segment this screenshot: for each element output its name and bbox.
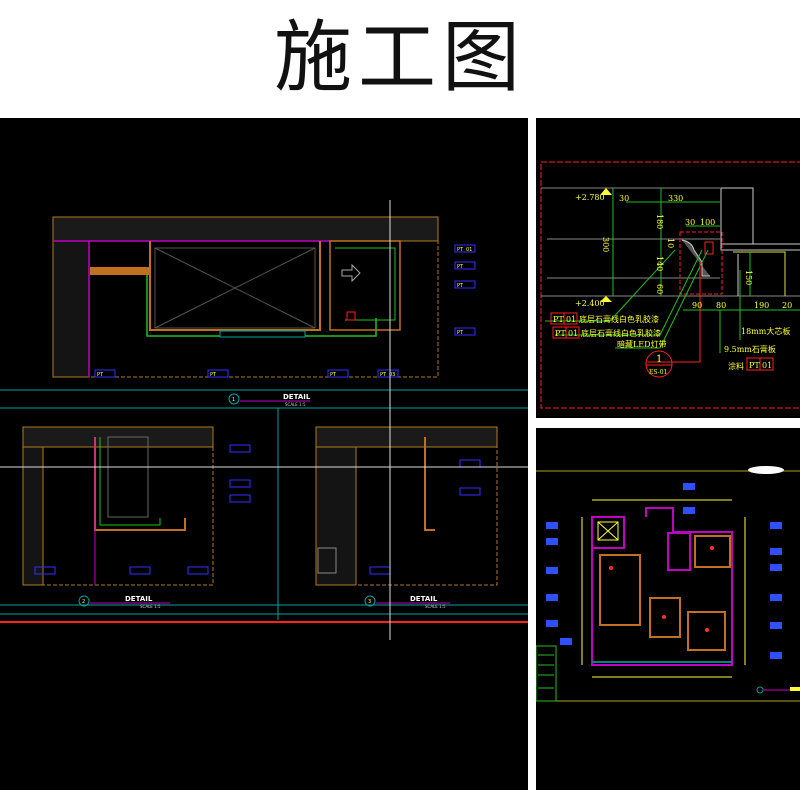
svg-text:300: 300	[601, 237, 610, 252]
level-top: +2.780	[575, 193, 605, 202]
svg-text:100: 100	[700, 218, 715, 227]
svg-text:30: 30	[685, 218, 695, 227]
material-tag-code: 03	[389, 372, 395, 378]
svg-text:ES-01: ES-01	[649, 369, 667, 376]
detail-3-title: 3 DETAIL SCALE 1:5	[364, 595, 450, 609]
svg-text:涂料: 涂料	[728, 361, 744, 371]
floor-plan-canvas	[536, 466, 800, 702]
svg-text:暗藏LED灯带: 暗藏LED灯带	[617, 339, 667, 349]
material-tag: PT	[457, 330, 464, 336]
detail-drawings-canvas: PT 01 PT PT PT PT PT PT PT 03 1 DETAIL S…	[0, 200, 528, 640]
material-tag: PT	[210, 372, 217, 378]
svg-text:DETAIL: DETAIL	[283, 393, 311, 401]
svg-text:1: 1	[232, 397, 235, 403]
svg-text:9.5mm石膏板: 9.5mm石膏板	[724, 344, 776, 354]
svg-text:DETAIL: DETAIL	[125, 595, 153, 603]
svg-text:SCALE 1:5: SCALE 1:5	[425, 604, 446, 609]
svg-text:10: 10	[666, 238, 675, 248]
svg-text:150: 150	[744, 270, 753, 285]
svg-text:330: 330	[668, 194, 683, 203]
svg-text:190: 190	[754, 301, 769, 310]
detail-1-title: 1 DETAIL SCALE 1:5	[228, 393, 311, 407]
svg-text:SCALE 1:5: SCALE 1:5	[140, 604, 161, 609]
svg-text:底层石膏线白色乳胶漆: 底层石膏线白色乳胶漆	[581, 328, 661, 338]
detail-3-drawing	[315, 426, 498, 586]
detail-1-drawing: PT 01 PT PT PT PT PT PT PT 03	[52, 216, 476, 378]
section-marker: 1 ES-01	[645, 350, 673, 378]
svg-text:60: 60	[655, 284, 664, 294]
svg-text:90: 90	[692, 301, 702, 310]
level-markers: +2.780 +2.400	[575, 193, 605, 308]
detail-drawings-panel: PT 01 PT PT PT PT PT PT PT 03 1 DETAIL S…	[0, 118, 528, 790]
svg-text:01: 01	[568, 329, 578, 338]
svg-text:SCALE 1:5: SCALE 1:5	[285, 402, 306, 407]
material-tag: PT	[457, 247, 464, 253]
svg-text:180: 180	[655, 214, 664, 229]
svg-text:2: 2	[82, 599, 85, 605]
svg-text:PT: PT	[555, 329, 566, 338]
svg-text:3: 3	[368, 599, 371, 605]
floor-plan-panel	[536, 428, 800, 790]
svg-text:PT: PT	[749, 361, 760, 370]
material-tag-code: 01	[466, 247, 472, 253]
material-tag: PT	[457, 264, 464, 270]
level-bottom: +2.400	[575, 299, 605, 308]
cornice-detail-canvas: +2.780 +2.400 30 330 30 100 180 300 10 1…	[540, 161, 800, 409]
svg-text:底层石膏线白色乳胶漆: 底层石膏线白色乳胶漆	[579, 314, 659, 324]
svg-text:PT: PT	[553, 315, 564, 324]
svg-text:20: 20	[782, 301, 792, 310]
detail-2-drawing	[22, 426, 251, 586]
svg-text:1: 1	[656, 354, 662, 365]
svg-text:01: 01	[566, 315, 576, 324]
svg-text:18mm大芯板: 18mm大芯板	[741, 326, 790, 336]
cornice-detail-panel: +2.780 +2.400 30 330 30 100 180 300 10 1…	[536, 118, 800, 418]
material-tag: PT	[457, 283, 464, 289]
dimension-labels: 30 330 30 100 180 300 10 140 60 150 90 8…	[601, 194, 792, 310]
material-tag: PT	[330, 372, 337, 378]
page-title: 施工图	[273, 13, 526, 103]
material-tag: PT	[97, 372, 104, 378]
material-tag: PT	[380, 372, 387, 378]
svg-text:80: 80	[716, 301, 726, 310]
detail-2-title: 2 DETAIL SCALE 1:5	[78, 595, 170, 609]
material-callouts: PT 01 底层石膏线白色乳胶漆 PT 01 底层石膏线白色乳胶漆 暗藏LED灯…	[550, 312, 790, 371]
svg-text:01: 01	[762, 361, 772, 370]
svg-text:30: 30	[619, 194, 629, 203]
svg-text:DETAIL: DETAIL	[410, 595, 438, 603]
svg-text:140: 140	[655, 256, 664, 271]
